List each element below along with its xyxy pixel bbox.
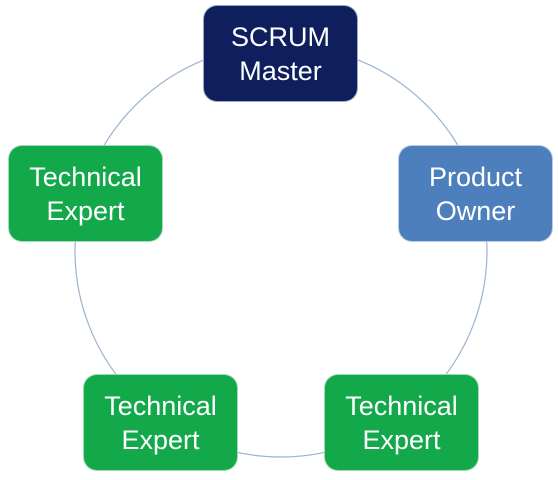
node-scrum-master-line2: Master [239, 55, 322, 86]
node-technical-expert-bottom-left-line1: Technical [104, 390, 217, 421]
node-technical-expert-bottom-right: Technical Expert [324, 374, 479, 471]
node-technical-expert-bottom-left-line2: Expert [121, 424, 200, 455]
node-product-owner-line1: Product [428, 161, 523, 192]
node-scrum-master: SCRUM Master [203, 5, 358, 102]
node-technical-expert-left-line2: Expert [46, 195, 125, 226]
node-product-owner-line2: Owner [435, 195, 516, 226]
node-technical-expert-bottom-right-line1: Technical [345, 390, 458, 421]
node-technical-expert-bottom-right-line2: Expert [362, 424, 441, 455]
node-technical-expert-bottom-left: Technical Expert [83, 374, 238, 471]
node-technical-expert-left-line1: Technical [29, 161, 142, 192]
node-product-owner: Product Owner [398, 145, 553, 242]
node-technical-expert-left: Technical Expert [8, 145, 163, 242]
node-scrum-master-line1: SCRUM [231, 21, 330, 52]
